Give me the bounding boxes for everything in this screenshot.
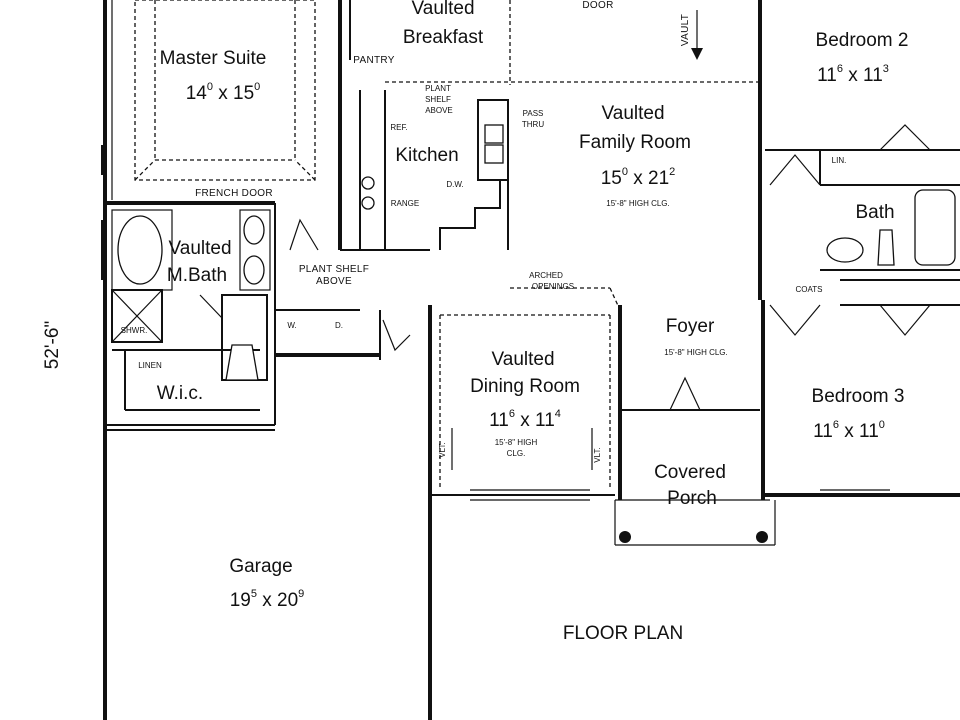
breakfast-line2: Breakfast xyxy=(403,27,484,48)
note-plant-shelf-3: ABOVE xyxy=(425,106,453,115)
note-pass-thru-1: PASS xyxy=(523,109,544,118)
note-linen: LINEN xyxy=(138,361,162,370)
family-room-line2: Family Room xyxy=(579,132,691,153)
note-vault: VAULT xyxy=(680,14,691,46)
bedroom2-dimensions: 116 x 113 xyxy=(817,63,889,86)
note-ref: REF. xyxy=(390,123,407,132)
family-room-ceiling: 15'-8" HIGH CLG. xyxy=(606,199,670,208)
bedroom3-name: Bedroom 3 xyxy=(812,386,905,407)
family-room-dimensions: 150 x 212 xyxy=(601,166,676,189)
note-arched-1: ARCHED xyxy=(529,271,563,280)
breakfast-line1: Vaulted xyxy=(411,0,474,19)
note-coats: COATS xyxy=(796,285,823,294)
garage-dimensions: 195 x 209 xyxy=(230,588,305,611)
note-plant-shelf-lower-1: PLANT SHELF xyxy=(299,264,369,275)
note-dw: D.W. xyxy=(446,180,463,189)
dining-room-dimensions: 116 x 114 xyxy=(489,408,561,431)
foyer-name: Foyer xyxy=(666,316,715,337)
bedroom2-name: Bedroom 2 xyxy=(816,30,909,51)
note-vlt-left: VLT. xyxy=(438,442,447,457)
dining-room-line1: Vaulted xyxy=(491,349,554,370)
note-dryer: D. xyxy=(335,321,343,330)
note-plant-shelf-2: SHELF xyxy=(425,95,451,104)
note-french-door: FRENCH DOOR xyxy=(195,188,273,199)
note-pantry: PANTRY xyxy=(353,55,394,66)
annotations: DOOR VAULT PANTRY PLANT SHELF ABOVE REF.… xyxy=(121,0,847,463)
note-plant-shelf-1: PLANT xyxy=(425,84,451,93)
dining-room-line2: Dining Room xyxy=(470,376,580,397)
note-pass-thru-2: THRU xyxy=(522,120,544,129)
family-room-line1: Vaulted xyxy=(601,103,664,124)
note-vlt-right: VLT. xyxy=(593,447,602,462)
note-lin: LIN. xyxy=(832,156,847,165)
fixtures xyxy=(101,0,931,470)
master-bath-line1: Vaulted xyxy=(168,238,231,259)
covered-porch-line1: Covered xyxy=(654,462,726,483)
master-suite-dimensions: 140 x 150 xyxy=(186,81,261,104)
wic-name: W.i.c. xyxy=(157,383,203,404)
bedroom3-dimensions: 116 x 110 xyxy=(813,419,885,442)
overall-dimension: 52'-6" xyxy=(42,321,63,369)
note-arched-2: OPENINGS xyxy=(532,282,574,291)
note-range: RANGE xyxy=(391,199,419,208)
bath-name: Bath xyxy=(855,202,894,223)
kitchen-name: Kitchen xyxy=(395,145,458,166)
note-shwr: SHWR. xyxy=(121,326,148,335)
note-plant-shelf-lower-2: ABOVE xyxy=(316,276,352,287)
garage-name: Garage xyxy=(229,556,292,577)
note-door: DOOR xyxy=(582,0,613,11)
master-suite-name: Master Suite xyxy=(160,48,267,69)
covered-porch-line2: Porch xyxy=(667,488,717,509)
dining-room-ceiling-2: CLG. xyxy=(507,449,526,458)
plan-title: FLOOR PLAN xyxy=(563,623,683,644)
dining-room-ceiling-1: 15'-8" HIGH xyxy=(495,438,538,447)
master-bath-line2: M.Bath xyxy=(167,265,227,286)
room-labels: Master Suite 140 x 150 Vaulted Breakfast… xyxy=(42,0,908,644)
note-washer: W. xyxy=(287,321,296,330)
foyer-ceiling: 15'-8" HIGH CLG. xyxy=(664,348,728,357)
